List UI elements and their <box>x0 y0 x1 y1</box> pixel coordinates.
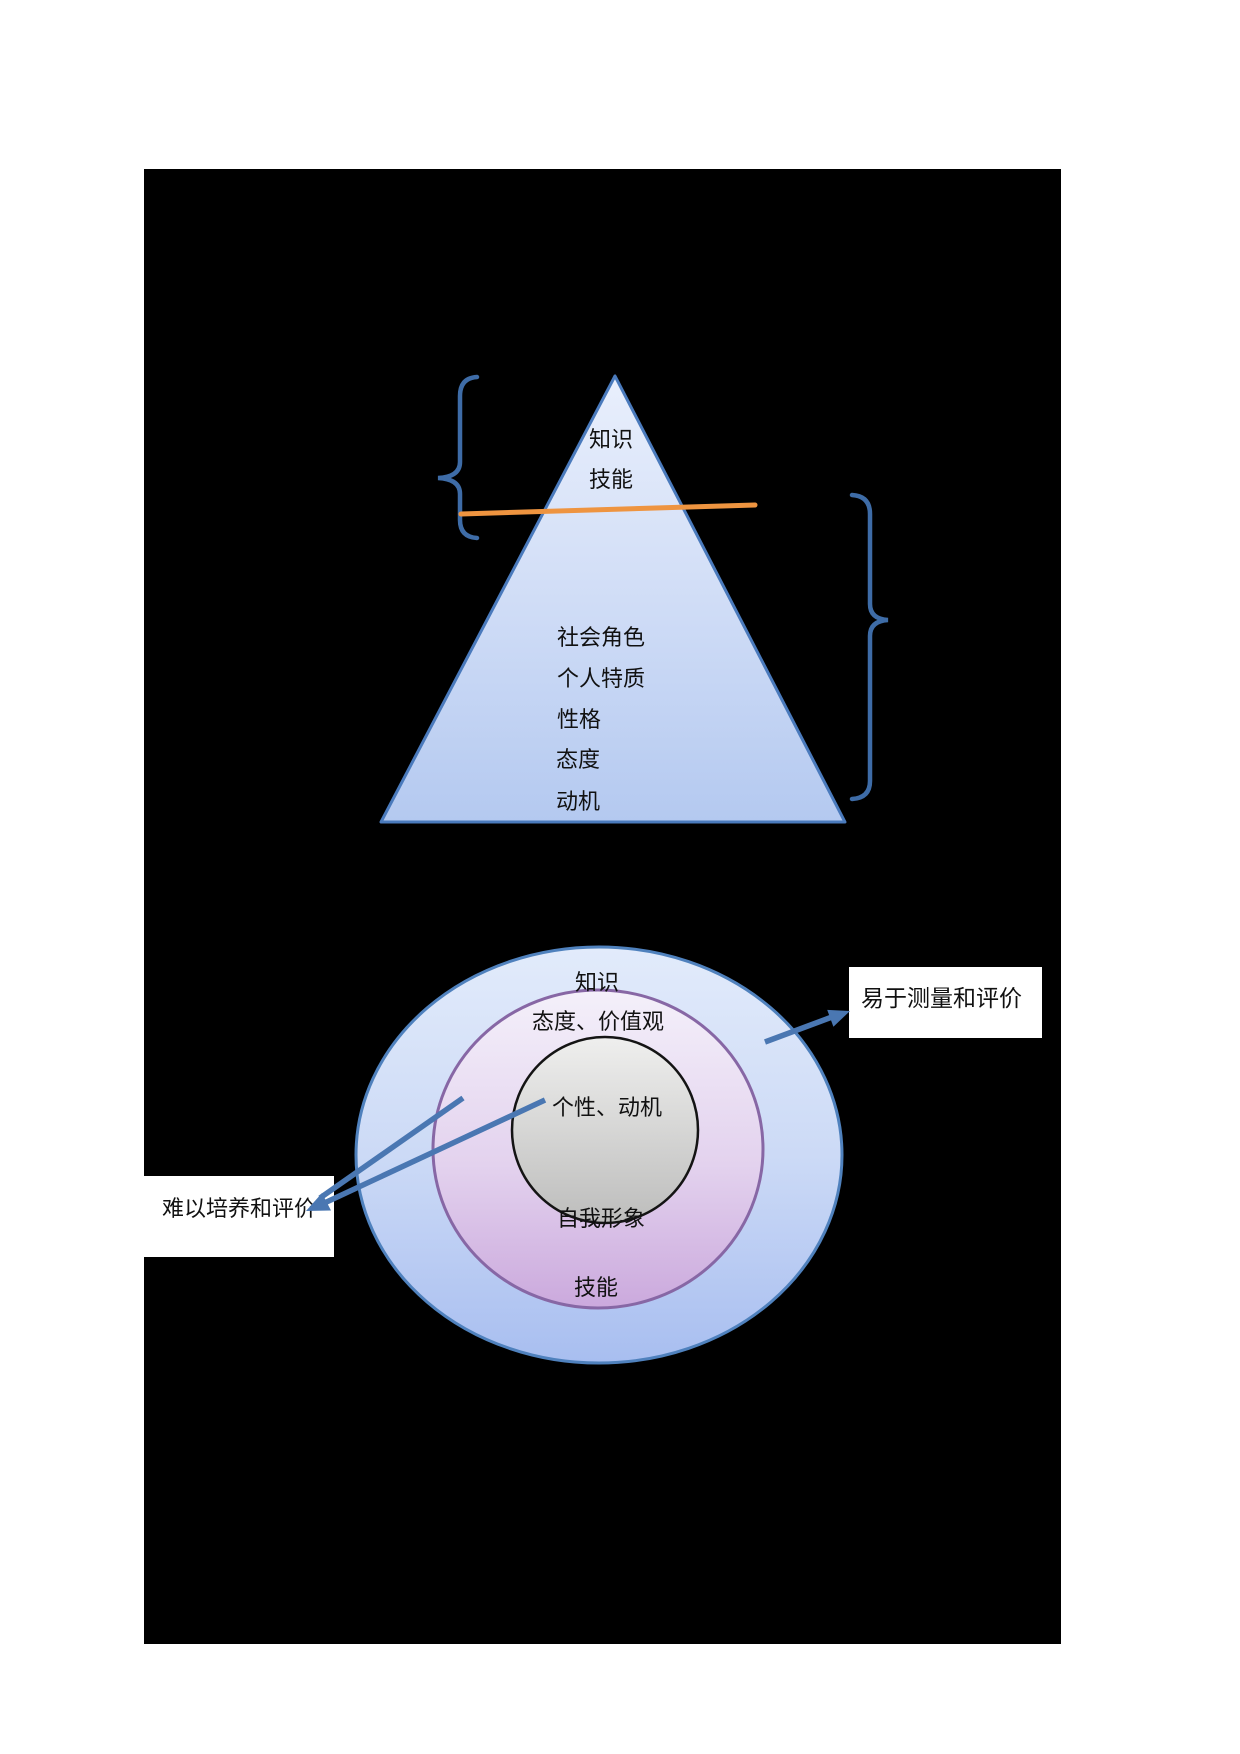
pyramid-label-social-role: 社会角色 <box>557 625 646 650</box>
pyramid-label-skill: 技能 <box>588 467 634 492</box>
pyramid-label-knowledge: 知识 <box>588 427 634 452</box>
pyramid-label-personal-trait: 个人特质 <box>557 666 646 691</box>
pyramid-label-attitude: 态度 <box>556 747 601 772</box>
callout-easy-to-measure-label: 易于测量和评价 <box>861 986 1022 1011</box>
onion-label-knowledge: 知识 <box>574 970 620 995</box>
onion-label-personality-motivation: 个性、动机 <box>551 1095 663 1120</box>
onion-label-skill: 技能 <box>573 1275 619 1300</box>
pyramid-label-character: 性格 <box>557 707 602 732</box>
pyramid-label-motivation: 动机 <box>556 789 601 814</box>
onion-label-self-image: 自我形象 <box>556 1206 646 1231</box>
callout-hard-to-cultivate-label: 难以培养和评价 <box>162 1196 317 1221</box>
callout-box-hard-to-cultivate <box>144 1176 334 1257</box>
slide-background <box>144 169 1061 1644</box>
onion-label-attitude-values: 态度、价值观 <box>531 1009 665 1034</box>
callout-box-easy-to-measure <box>849 967 1042 1038</box>
